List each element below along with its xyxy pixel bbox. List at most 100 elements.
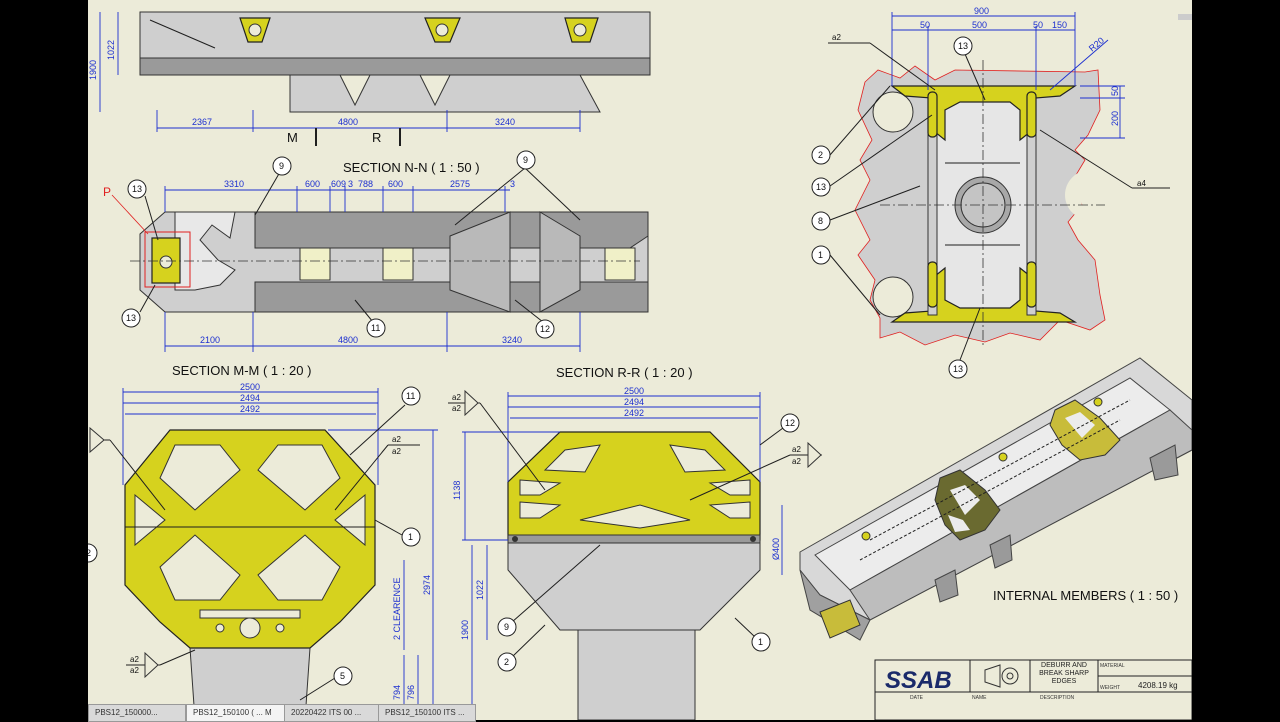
dim-rr-1022: 1022 (475, 580, 485, 600)
svg-text:13: 13 (132, 184, 142, 194)
dim-mm-2500: 2500 (240, 382, 260, 392)
dim-right-50a: 50 (920, 20, 930, 30)
dim-nn-3240: 3240 (502, 335, 522, 345)
weld-rr-a2-2: a2 (452, 404, 461, 413)
svg-text:2: 2 (88, 548, 91, 558)
balloon-9-b: 9 (516, 150, 536, 170)
drawing-sheet[interactable]: 1900 1022 2367 4800 3240 M R SECTION N-N… (88, 0, 1192, 720)
svg-text:8: 8 (818, 216, 823, 226)
dim-1900: 1900 (88, 60, 98, 80)
balloon-rr-1: 1 (751, 632, 771, 652)
section-mm-title: SECTION M-M ( 1 : 20 ) (172, 363, 311, 378)
name-label: NAME (972, 695, 987, 701)
dim-3240: 3240 (495, 117, 515, 127)
svg-text:5: 5 (340, 671, 345, 681)
dim-1022: 1022 (106, 40, 116, 60)
weld-rr-a2-4: a2 (792, 457, 801, 466)
cut-label-m: M (287, 130, 298, 145)
weld-mm-a2-3: a2 (130, 655, 139, 664)
balloon-11: 11 (366, 318, 386, 338)
balloon-right-2: 2 (811, 145, 831, 165)
dim-nn-600b: 600 (388, 179, 403, 189)
weld-mm-a2-2: a2 (392, 447, 401, 456)
weld-rr-a2-3: a2 (792, 445, 801, 454)
dim-nn-3a: 3 (348, 179, 353, 189)
ssab-logo: SSAB (885, 667, 952, 694)
balloon-13-b: 13 (121, 308, 141, 328)
iso-frame-2 (1049, 399, 1121, 461)
balloon-9-a: 9 (272, 156, 292, 176)
balloon-rr-12: 12 (780, 413, 800, 433)
dim-mm-2494: 2494 (240, 393, 260, 403)
section-mm: SECTION M-M ( 1 : 20 ) 2500 2494 2492 29… (88, 363, 438, 720)
dim-rr-dia400: Ø400 (771, 538, 781, 560)
dim-nn-3b: 3 (510, 179, 515, 189)
dim-4800: 4800 (338, 117, 358, 127)
dim-rr-2494: 2494 (624, 397, 644, 407)
description-label: DESCRIPTION (1040, 695, 1075, 701)
tab-drawing-4[interactable]: PBS12_150100 ITS ... (378, 704, 476, 722)
dim-right-150: 150 (1052, 20, 1067, 30)
dim-rr-1900: 1900 (460, 620, 470, 640)
svg-text:9: 9 (279, 161, 284, 171)
dim-nn-2575: 2575 (450, 179, 470, 189)
svg-text:1: 1 (758, 637, 763, 647)
svg-text:13: 13 (816, 182, 826, 192)
weld-a2-right: a2 (832, 33, 841, 42)
dim-rr-2492: 2492 (624, 408, 644, 418)
svg-text:9: 9 (523, 155, 528, 165)
section-rr: SECTION R-R ( 1 : 20 ) 2500 2494 2492 11… (448, 365, 822, 720)
weld-a4-right: a4 (1137, 179, 1146, 188)
balloon-right-13-top: 13 (953, 36, 973, 56)
dim-right-900: 900 (974, 6, 989, 16)
balloon-mm-5: 5 (333, 666, 353, 686)
section-nn: SECTION N-N ( 1 : 50 ) 3310 600 609 3 78… (103, 150, 649, 352)
weld-rr-a2-1: a2 (452, 393, 461, 402)
svg-text:12: 12 (540, 324, 550, 334)
tab-drawing-2[interactable]: PBS12_150100 ( ... M (186, 704, 286, 722)
svg-text:2: 2 (818, 150, 823, 160)
section-rr-title: SECTION R-R ( 1 : 20 ) (556, 365, 693, 380)
scrollbar-thumb[interactable] (1178, 14, 1192, 20)
svg-text:1: 1 (818, 250, 823, 260)
dim-mm-2492: 2492 (240, 404, 260, 414)
title-block: SSAB DEBURR AND BREAK SHARP EDGES MATERI… (874, 659, 1192, 720)
internal-members-title: INTERNAL MEMBERS ( 1 : 50 ) (993, 588, 1178, 603)
svg-text:13: 13 (958, 41, 968, 51)
svg-text:13: 13 (953, 364, 963, 374)
balloon-12: 12 (535, 319, 555, 339)
balloon-rr-9: 9 (497, 617, 517, 637)
document-tabs: PBS12_150000... PBS12_150100 ( ... M 202… (88, 700, 788, 722)
dim-nn-600: 600 (305, 179, 320, 189)
balloon-right-8: 8 (811, 211, 831, 231)
dim-2367: 2367 (192, 117, 212, 127)
dim-right-50b: 50 (1033, 20, 1043, 30)
dim-rr-1138: 1138 (452, 481, 462, 500)
top-view: 1900 1022 2367 4800 3240 M R (88, 11, 651, 146)
dim-right-50c: 50 (1110, 86, 1120, 96)
material-label: MATERIAL (1100, 663, 1125, 669)
section-nn-title: SECTION N-N ( 1 : 50 ) (343, 160, 480, 175)
detail-view-right: 900 50 500 50 150 50 200 R20 a2 a4 13 2 … (811, 6, 1170, 379)
balloon-right-13-bottom: 13 (948, 359, 968, 379)
balloon-mm-2: 2 (88, 543, 98, 563)
svg-text:13: 13 (126, 313, 136, 323)
svg-text:11: 11 (371, 323, 380, 333)
tab-drawing-3[interactable]: 20220422 ITS 00 ... (284, 704, 380, 722)
svg-text:12: 12 (785, 418, 795, 428)
dim-right-500: 500 (972, 20, 987, 30)
internal-members-iso: INTERNAL MEMBERS ( 1 : 50 ) (799, 357, 1192, 641)
dim-nn-2100: 2100 (200, 335, 220, 345)
svg-text:2: 2 (504, 657, 509, 667)
dim-mm-2974: 2974 (422, 575, 432, 595)
dim-nn-4800: 4800 (338, 335, 358, 345)
weld-mm-a2-4: a2 (130, 666, 139, 675)
dim-mm-clearence: 2 CLEARENCE (392, 577, 402, 640)
title-note: DEBURR AND BREAK SHARP EDGES (1039, 662, 1089, 685)
detail-label-p: P (103, 185, 111, 199)
balloon-mm-1: 1 (401, 527, 421, 547)
drawing-canvas: 1900 1022 2367 4800 3240 M R SECTION N-N… (88, 6, 1192, 720)
tab-drawing-1[interactable]: PBS12_150000... (88, 704, 186, 722)
dim-nn-788: 788 (358, 179, 373, 189)
date-label: DATE (910, 695, 924, 701)
